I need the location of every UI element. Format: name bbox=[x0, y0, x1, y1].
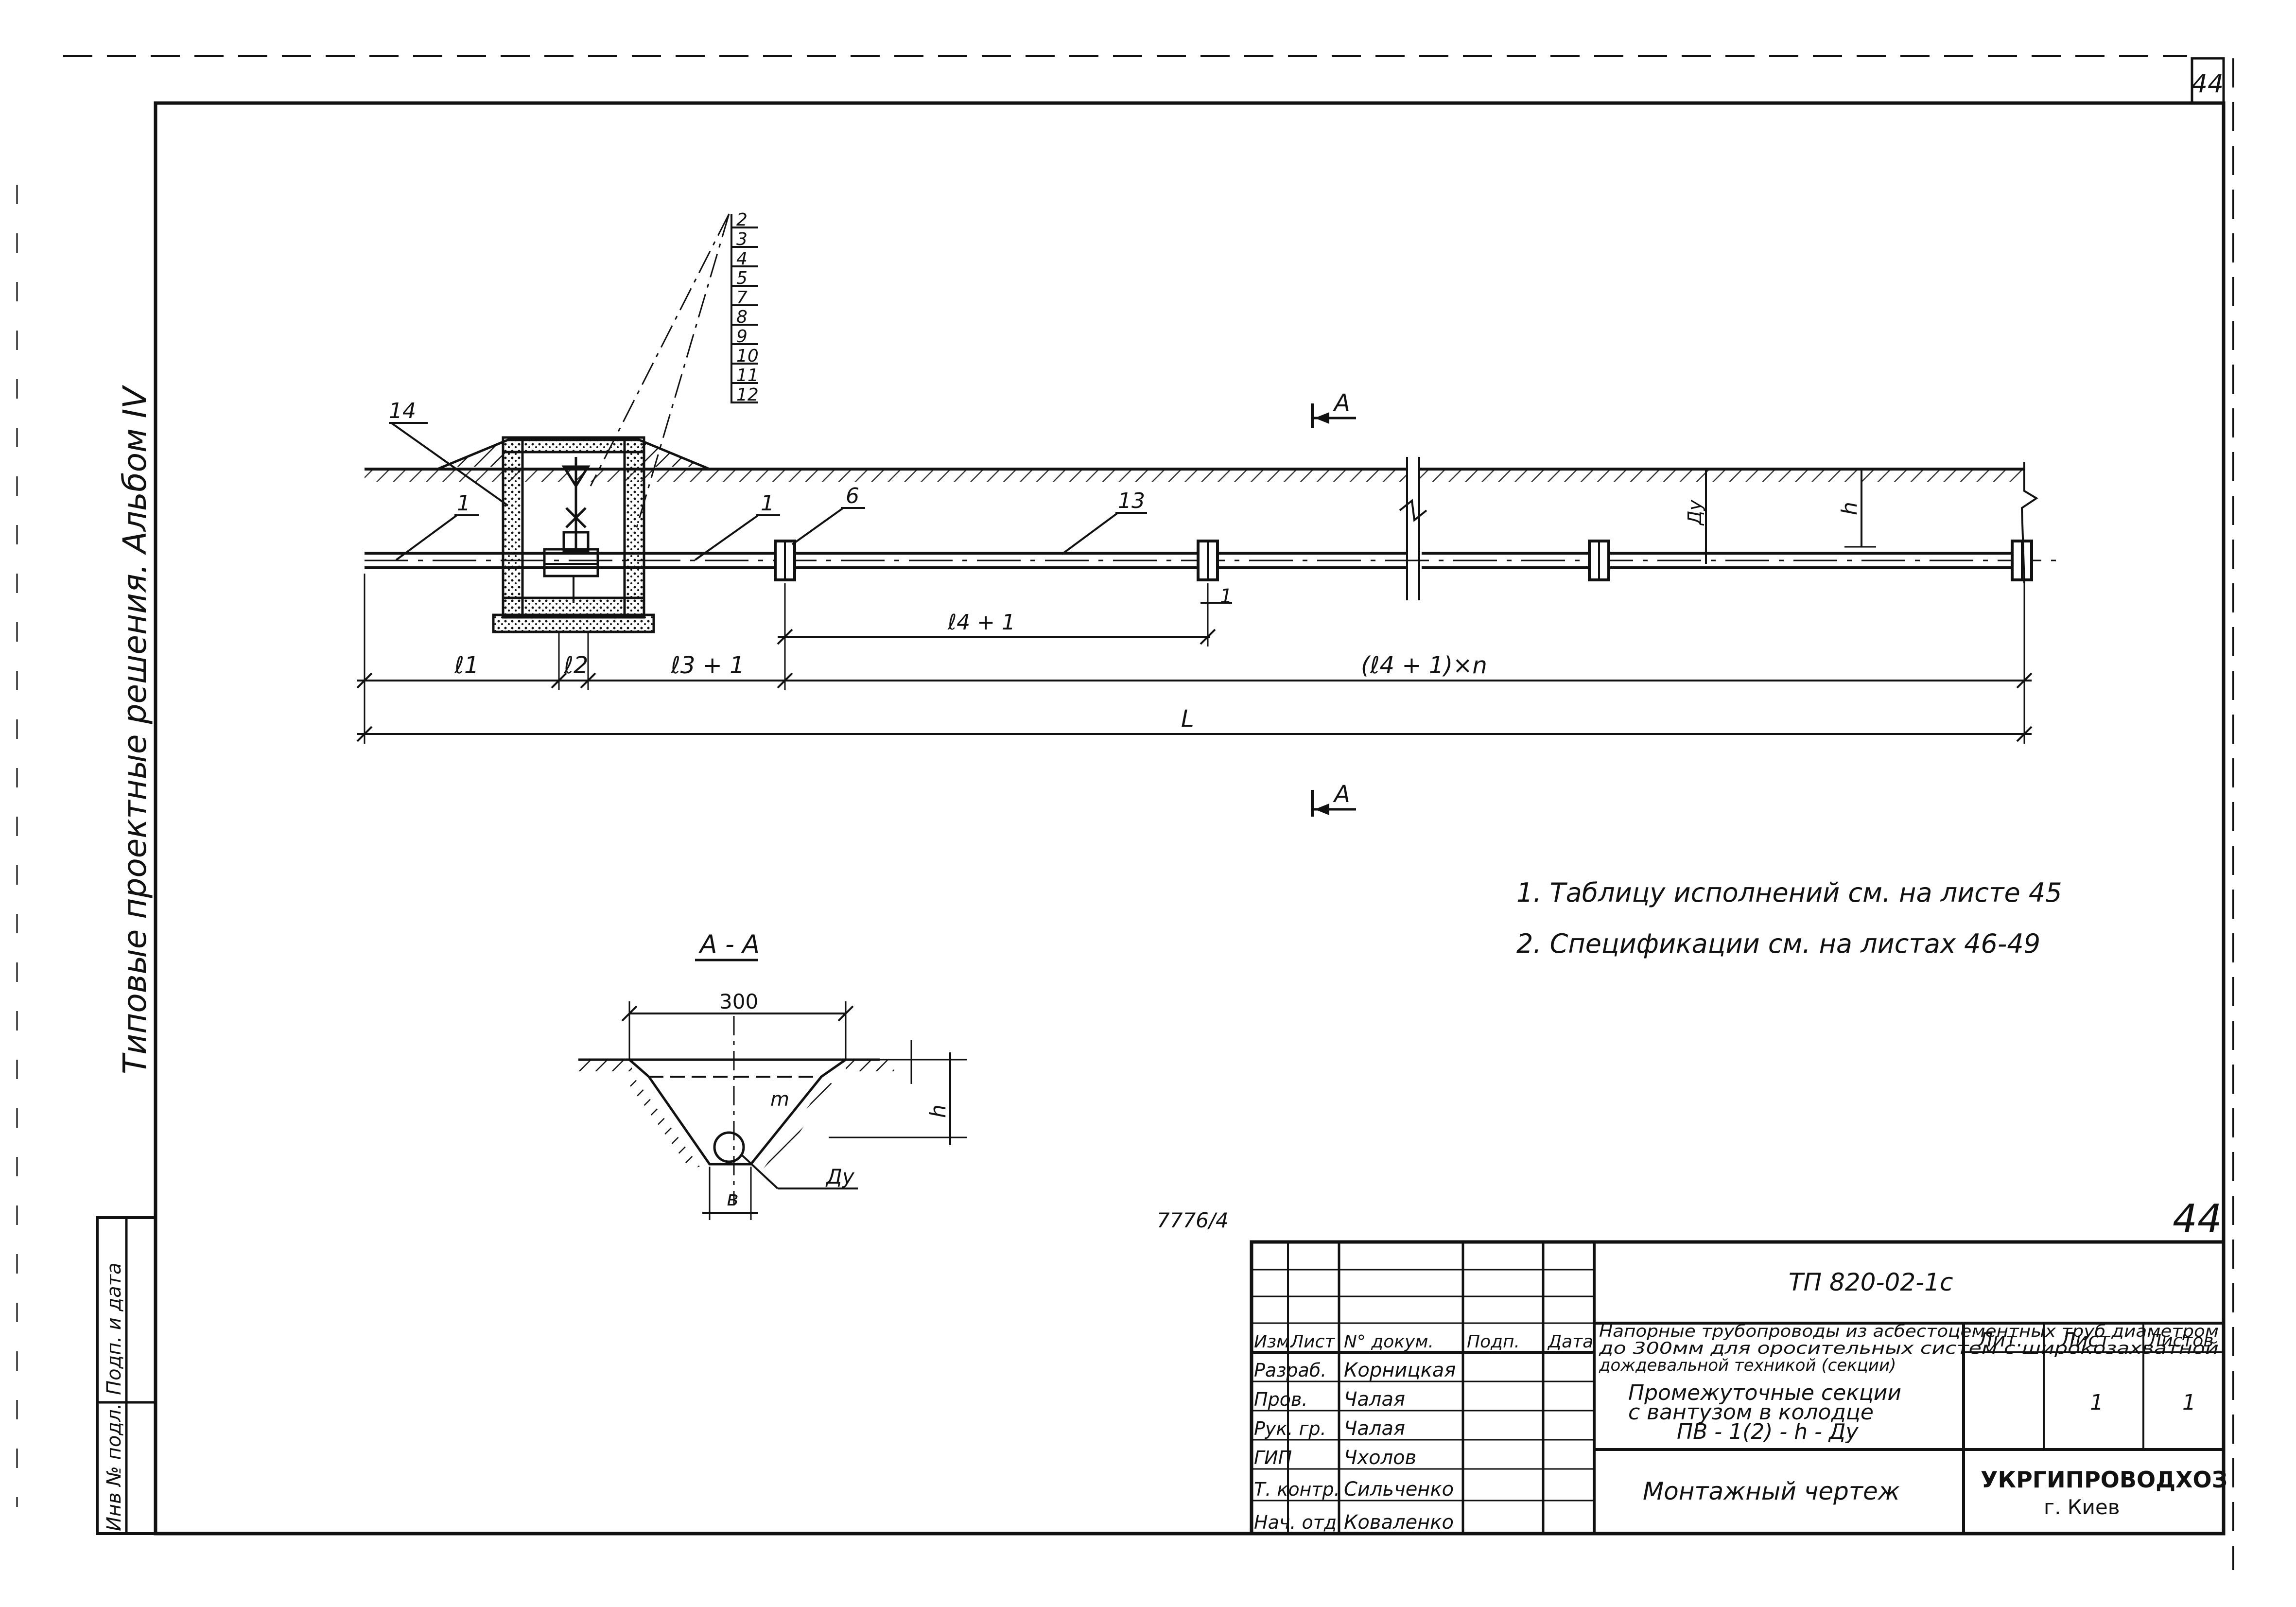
section-mark-bottom: А bbox=[1333, 781, 1350, 808]
tb-org-city: г. Киев bbox=[2044, 1495, 2120, 1519]
page-number: 44 bbox=[2192, 70, 2224, 99]
tb-row-name: Корницкая bbox=[1344, 1359, 1456, 1381]
tb-row-role: Рук. гр. bbox=[1254, 1418, 1326, 1439]
tb-lit-label: Лит. bbox=[1977, 1329, 2023, 1351]
note-1: 1. Таблицу исполнений см. на листе 45 bbox=[1516, 877, 2062, 908]
pos-14: 14 bbox=[389, 399, 416, 423]
callout-item: 8 bbox=[736, 307, 748, 327]
tb-sheet-label: Лист bbox=[2060, 1329, 2111, 1351]
callout-item: 11 bbox=[736, 366, 759, 385]
tb-row-name: Чалая bbox=[1344, 1388, 1405, 1411]
tb-h-doc: N° докум. bbox=[1344, 1332, 1434, 1352]
label-du-long: Ду bbox=[1684, 499, 1705, 526]
tb-drawing-name: Монтажный чертеж bbox=[1643, 1477, 1900, 1505]
callout-item: 9 bbox=[736, 327, 748, 347]
tb-row-role: Нач. отд. bbox=[1254, 1512, 1342, 1533]
callout-item: 3 bbox=[736, 229, 748, 249]
side-stamp-sign: Подп. и дата bbox=[103, 1263, 125, 1395]
dim-gap-1: 1 bbox=[1220, 585, 1232, 608]
tb-row-name: Коваленко bbox=[1344, 1511, 1454, 1534]
tb-name-1: Промежуточные секции bbox=[1628, 1380, 1901, 1405]
tb-sheet-value: 1 bbox=[2090, 1390, 2104, 1415]
page-number-handwritten: 44 bbox=[2173, 1196, 2222, 1241]
dim-l2: ℓ2 bbox=[563, 652, 588, 679]
pos-1a: 1 bbox=[457, 491, 470, 516]
pos-13: 13 bbox=[1118, 489, 1145, 513]
dim-l4-1: ℓ4 + 1 bbox=[947, 610, 1015, 635]
pos-1b: 1 bbox=[761, 491, 774, 516]
side-stamp-inv: Инв № подл. bbox=[103, 1403, 125, 1531]
callout-item: 12 bbox=[736, 385, 759, 405]
tb-org-name: УКРГИПРОВОДХОЗ bbox=[1981, 1467, 2227, 1493]
tb-row-name: Сильченко bbox=[1344, 1478, 1454, 1501]
pos-6: 6 bbox=[846, 484, 859, 508]
tb-name-3: ПВ - 1(2) - h - Ду bbox=[1677, 1419, 1859, 1444]
coupling-4 bbox=[2011, 540, 2033, 581]
tb-row-role: Т. контр. bbox=[1254, 1479, 1340, 1500]
dim-ln: (ℓ4 + 1)×n bbox=[1361, 652, 1487, 679]
side-stamp: Инв № подл. Подп. и дата bbox=[96, 1216, 157, 1535]
tb-name-2: с вантузом в колодце bbox=[1628, 1400, 1874, 1425]
coupling-3 bbox=[1588, 540, 1610, 581]
title-block: Изм. Лист N° докум. Подп. Дата Разраб. Ко… bbox=[1250, 1240, 2227, 1536]
note-2: 2. Спецификации см. на листах 46-49 bbox=[1516, 928, 2040, 959]
callout-item: 10 bbox=[736, 346, 759, 366]
section-a-a: А - А 300 m h Ду в bbox=[578, 930, 967, 1220]
tb-row-name: Чалая bbox=[1344, 1417, 1405, 1440]
drawing-frame bbox=[154, 101, 2226, 1536]
label-b: в bbox=[727, 1187, 739, 1210]
label-m: m bbox=[770, 1088, 789, 1111]
tb-sheets-value: 1 bbox=[2182, 1390, 2196, 1415]
tb-row-role: Пров. bbox=[1254, 1389, 1307, 1410]
section-title: А - А bbox=[698, 930, 760, 959]
section-mark-top: А bbox=[1333, 389, 1350, 417]
width-300: 300 bbox=[719, 990, 758, 1013]
dim-L: L bbox=[1181, 705, 1194, 733]
tb-sheets-label: Листов bbox=[2147, 1331, 2213, 1351]
callout-item: 5 bbox=[736, 268, 748, 288]
tb-h-sign: Подп. bbox=[1467, 1332, 1520, 1352]
coupling-2 bbox=[1197, 540, 1219, 581]
tb-row-role: ГИП bbox=[1254, 1447, 1292, 1468]
callout-item: 2 bbox=[736, 210, 748, 230]
label-du-section: Ду bbox=[825, 1165, 855, 1188]
dim-l3-1: ℓ3 + 1 bbox=[670, 652, 745, 679]
album-note: Типовые проектные решения. Альбом IV bbox=[116, 385, 154, 1074]
coupling-1 bbox=[774, 540, 796, 581]
label-h-section: h bbox=[926, 1104, 951, 1118]
archive-number: 7776/4 bbox=[1157, 1208, 1229, 1232]
callout-item: 7 bbox=[736, 288, 748, 308]
tb-project-2: до 300мм для оросительных систем с широк… bbox=[1599, 1339, 2219, 1358]
tb-h-list: Лист bbox=[1289, 1332, 1335, 1352]
notes-block: 1. Таблицу исполнений см. на листе 45 2.… bbox=[1516, 877, 2062, 959]
tb-project-1: Напорные трубопроводы из асбестоцементны… bbox=[1599, 1322, 2219, 1341]
tb-row-name: Чхолов bbox=[1344, 1447, 1416, 1469]
label-h-long: h bbox=[1837, 502, 1862, 515]
well-chamber bbox=[492, 436, 655, 633]
dim-l1: ℓ1 bbox=[454, 652, 479, 679]
tb-h-izm: Изм. bbox=[1254, 1332, 1295, 1352]
tb-h-date: Дата bbox=[1547, 1332, 1593, 1352]
tb-code: ТП 820-02-1с bbox=[1789, 1268, 1953, 1296]
tb-row-role: Разраб. bbox=[1254, 1360, 1326, 1381]
tb-project-3: дождевальной техникой (секции) bbox=[1599, 1356, 1896, 1375]
callout-item: 4 bbox=[736, 249, 748, 269]
page-number-box bbox=[2191, 57, 2225, 105]
